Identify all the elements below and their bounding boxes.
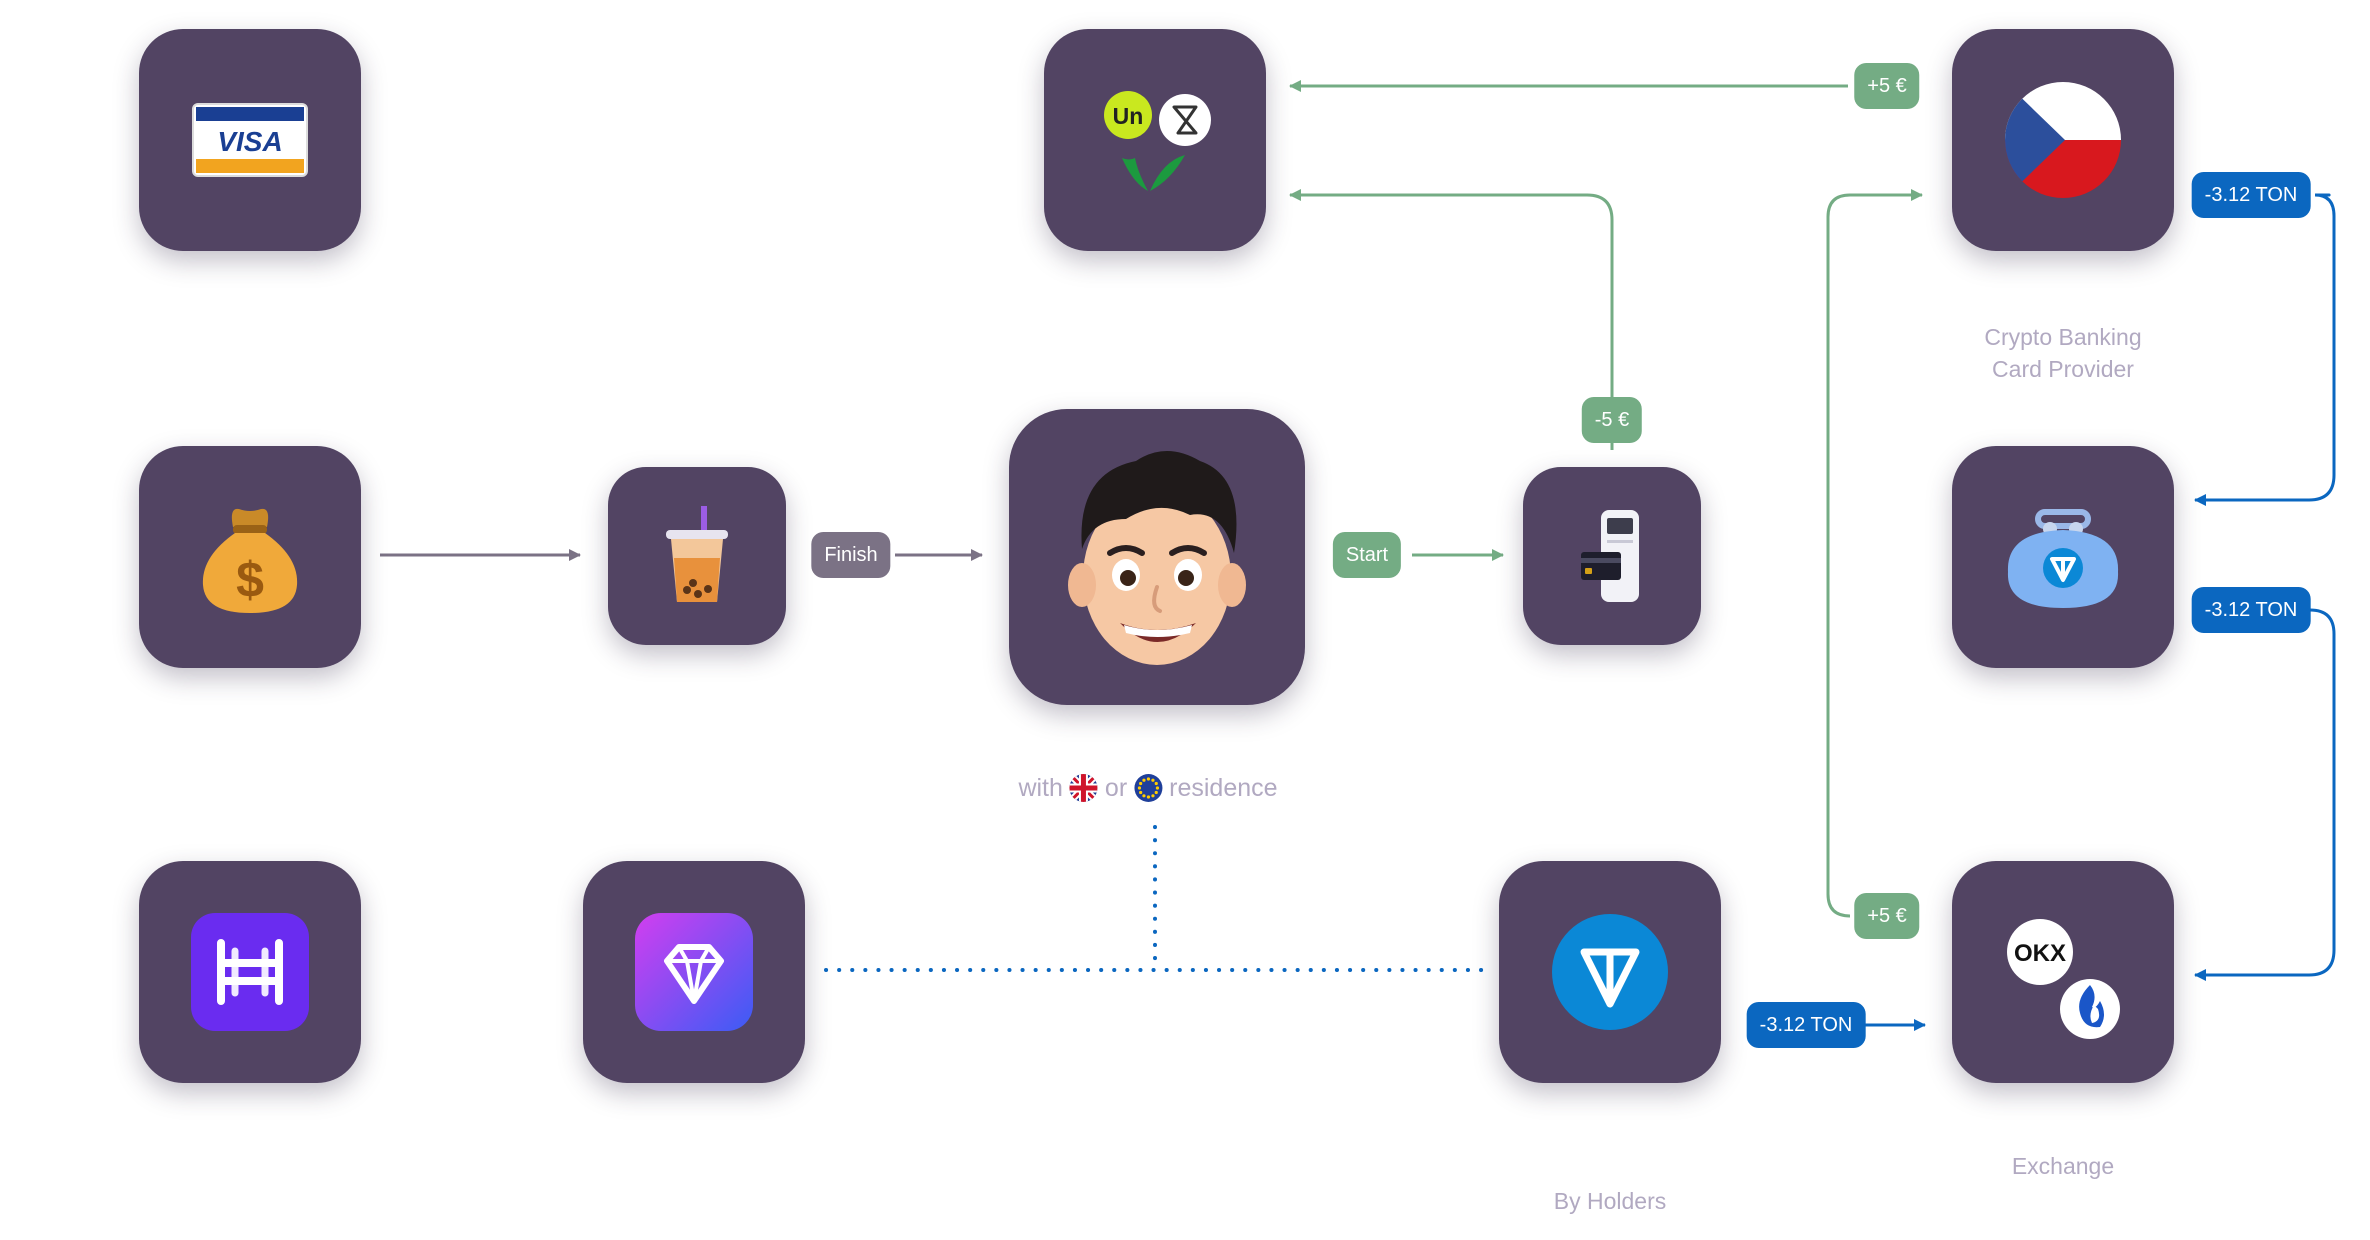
unlimit-wordmark: Un (1113, 103, 1144, 129)
user-node[interactable] (1009, 409, 1305, 705)
start-tag: Start (1332, 532, 1402, 578)
holders-card-node[interactable] (1499, 861, 1721, 1083)
czech-flag-icon (2005, 82, 2121, 198)
gem-logo-icon (635, 913, 753, 1031)
visa-card-icon: VISA (192, 103, 308, 177)
neobank-logos-icon: Un (1104, 91, 1211, 191)
exchange-node[interactable]: OKX (1952, 861, 2174, 1083)
neobanks-node[interactable]: Un (1044, 29, 1266, 251)
svg-text:$: $ (236, 552, 264, 608)
uk-flag-icon (1069, 774, 1098, 802)
edge-czech-to-wallet (2194, 193, 2336, 506)
plus-5-eur-tag-exchange: +5 € (1854, 893, 1920, 939)
ton-tag-holders-to-exchange: -3.12 TON (1746, 1002, 1866, 1048)
exchange-label: Exchange (2011, 1153, 2115, 1179)
okx-logo-icon (2007, 919, 2073, 985)
salary-node[interactable]: $ (139, 446, 361, 668)
residence-conjunction: or (1104, 773, 1128, 802)
holders-label: By Holders (1553, 1188, 1667, 1214)
residence-prefix: with (1018, 773, 1063, 802)
unlimit-logo-icon (1104, 91, 1152, 139)
crypto-banking-label: Crypto Banking Card Provider (1984, 321, 2141, 385)
crypto-banking-label-line1: Crypto Banking (1984, 324, 2142, 350)
edge-wallet-to-exchange (2194, 608, 2336, 981)
okx-wordmark: OKX (2014, 940, 2066, 967)
coin-purse-icon (2007, 509, 2119, 608)
ton-tag-card-to-wallet: -3.12 TON (2191, 172, 2311, 218)
visa-wordmark: VISA (217, 126, 282, 157)
residence-suffix: residence (1169, 773, 1278, 802)
memoji-avatar-icon (1068, 451, 1246, 665)
card-terminal-icon (1581, 510, 1639, 602)
holders-app-node[interactable] (139, 861, 361, 1083)
crypto-banking-label-line2: Card Provider (1992, 356, 2134, 382)
edge-dotted-link (824, 825, 1485, 972)
bubble-tea-icon (666, 506, 728, 602)
eu-flag-icon (1134, 774, 1163, 802)
leaf-logo-icon (1122, 155, 1185, 191)
edge-exchange-to-czech (1826, 189, 1923, 918)
czech-provider-node[interactable] (1952, 29, 2174, 251)
visa-card-node[interactable]: VISA (139, 29, 361, 251)
ton-logo-icon (1552, 914, 1668, 1030)
tonkeeper-node[interactable] (583, 861, 805, 1083)
holders-logo-icon (191, 913, 309, 1031)
ton-tag-wallet-to-exchange: -3.12 TON (2191, 587, 2311, 633)
exchange-logos-icon: OKX (2007, 919, 2120, 1039)
edge-terminal-to-neobanks (1289, 189, 1614, 450)
bubble-tea-node[interactable] (608, 467, 786, 645)
plus-5-eur-tag-top: +5 € (1854, 63, 1920, 109)
residence-note: with or residence (1018, 773, 1278, 803)
minus-5-eur-tag: -5 € (1581, 397, 1643, 443)
card-terminal-node[interactable] (1523, 467, 1701, 645)
money-bag-icon: $ (202, 508, 298, 613)
finish-tag: Finish (811, 532, 891, 578)
ton-wallet-node[interactable] (1952, 446, 2174, 668)
